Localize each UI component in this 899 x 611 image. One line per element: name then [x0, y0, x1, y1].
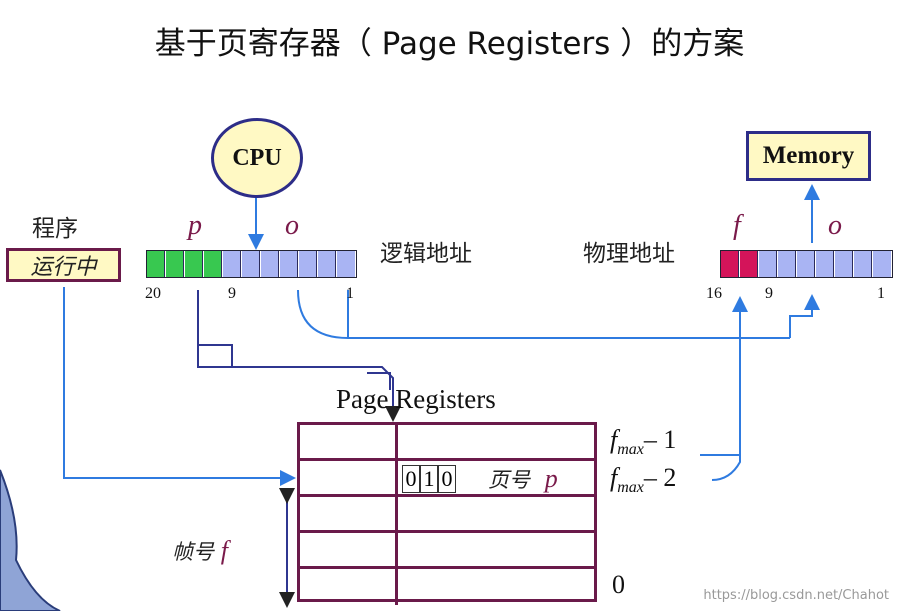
physical-address-bits	[720, 250, 893, 278]
cpu-node: CPU	[211, 118, 303, 198]
physical-bit	[721, 251, 739, 277]
physical-o-label: o	[828, 210, 842, 241]
entry-var: p	[544, 464, 558, 493]
fmax2-base: f	[610, 463, 618, 492]
program-label: 程序	[32, 216, 78, 242]
physical-tick-9: 9	[765, 285, 773, 302]
logical-bit	[261, 251, 279, 277]
logical-tick-9: 9	[228, 285, 236, 302]
fmax1-base: f	[610, 425, 618, 454]
entry-bit: 0	[438, 465, 456, 493]
logical-bit	[242, 251, 260, 277]
physical-tick-16: 16	[706, 285, 722, 302]
f-bits-brace	[700, 454, 741, 481]
program-arrow	[63, 287, 296, 486]
o-bits-line	[297, 289, 790, 339]
physical-bit	[797, 251, 815, 277]
logical-bit	[204, 251, 222, 277]
frame-var: f	[220, 536, 228, 565]
physical-bit	[873, 251, 891, 277]
frame-label: 帧号	[172, 540, 214, 564]
p-bits-brace-2	[367, 372, 391, 390]
table-row	[300, 533, 594, 569]
watermark: https://blog.csdn.net/Chahot	[703, 588, 889, 603]
logical-bit	[223, 251, 241, 277]
logical-address-bits	[146, 250, 357, 278]
physical-bit	[740, 251, 758, 277]
entry-bit: 1	[420, 465, 438, 493]
logical-address-label: 逻辑地址	[380, 241, 472, 267]
entry-bit: 0	[402, 465, 420, 493]
page-registers-title: Page Registers	[336, 384, 496, 414]
logical-bit	[147, 251, 165, 277]
table-row	[300, 425, 594, 461]
logical-o-label: o	[285, 210, 299, 241]
logical-bit	[299, 251, 317, 277]
logical-tick-20: 20	[145, 285, 161, 302]
o-bits-arrow	[789, 294, 820, 338]
frame-number-label: 帧号 f	[172, 536, 228, 566]
table-row	[300, 569, 594, 605]
logical-bit	[166, 251, 184, 277]
logical-tick-1: 1	[346, 285, 354, 302]
p-bits-brace	[198, 344, 233, 367]
entry-label: 页号	[488, 468, 530, 492]
memory-node: Memory	[746, 131, 871, 181]
row-label-zero: 0	[612, 570, 625, 599]
row-label-fmax-1: fmax– 1	[610, 425, 676, 459]
program-state: 运行中	[6, 248, 121, 282]
physical-f-label: f	[733, 210, 741, 241]
decorative-figure	[0, 469, 61, 611]
logical-p-label: p	[188, 210, 202, 241]
physical-bit	[816, 251, 834, 277]
fmax2-sub: max	[617, 479, 644, 497]
physical-bit	[778, 251, 796, 277]
physical-tick-1: 1	[877, 285, 885, 302]
logical-bit	[318, 251, 336, 277]
page-registers-table	[297, 422, 597, 605]
row-label-fmax-2: fmax– 2	[610, 463, 676, 497]
physical-address-label: 物理地址	[583, 241, 675, 267]
page-title: 基于页寄存器（ Page Registers ）的方案	[154, 26, 745, 62]
fmax1-suffix: – 1	[643, 425, 677, 454]
table-row	[300, 461, 594, 497]
physical-bit	[759, 251, 777, 277]
physical-bit	[854, 251, 872, 277]
fmax1-sub: max	[617, 441, 644, 459]
logical-bit	[337, 251, 355, 277]
table-row	[300, 497, 594, 533]
logical-bit	[280, 251, 298, 277]
fmax2-suffix: – 2	[643, 463, 677, 492]
p-bits-line	[197, 290, 401, 422]
logical-bit	[185, 251, 203, 277]
entry-text: 页号 p	[488, 464, 558, 494]
physical-bit	[835, 251, 853, 277]
